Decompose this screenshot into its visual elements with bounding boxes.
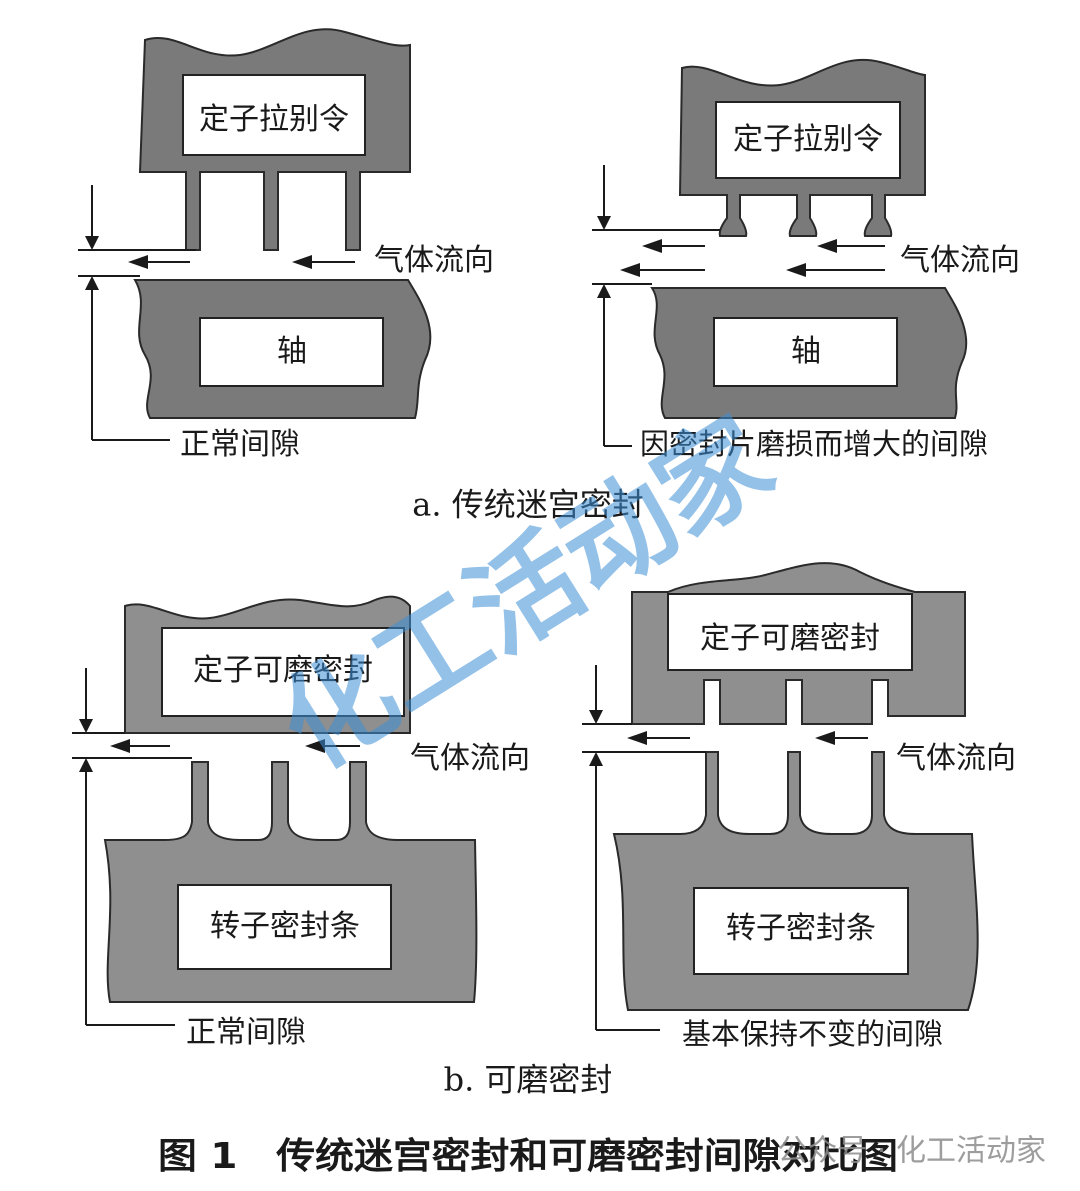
arrow-head-up: [79, 758, 93, 772]
stator-label: 定子可磨密封: [700, 621, 880, 656]
arrow-head-down: [597, 216, 611, 230]
panel-a-caption: a. 传统迷宫密封: [412, 486, 643, 524]
gas-flow-label: 气体流向: [896, 741, 1016, 776]
panel-b-caption: b. 可磨密封: [444, 1061, 613, 1099]
gas-flow-arrowhead-2: [305, 739, 325, 753]
arrow-head-up: [85, 276, 99, 290]
rotor-label-box: [693, 887, 909, 975]
clearance-label: 正常间隙: [180, 427, 300, 462]
stator-label: 定子拉别令: [733, 122, 883, 157]
rotor-label: 转子密封条: [726, 911, 876, 946]
gas-flow-arrows: [620, 239, 885, 277]
arrow-head-down: [85, 236, 99, 250]
clearance-label: 基本保持不变的间隙: [682, 1017, 943, 1051]
shaft-label: 轴: [277, 334, 307, 369]
gas-flow-arrowhead-2: [815, 731, 835, 745]
stator-label-box: [182, 74, 366, 156]
arrow-head-up: [589, 752, 603, 766]
shaft-label-box: [713, 317, 898, 387]
gas-flow-arrowhead-1: [110, 739, 130, 753]
stator-label: 定子拉别令: [199, 102, 349, 137]
clearance-label: 正常间隙: [186, 1015, 306, 1050]
stator-label-box: [715, 101, 901, 179]
gas-flow-label: 气体流向: [410, 741, 530, 776]
shaft-label: 轴: [791, 334, 821, 369]
figure-title: 图 1 传统迷宫密封和可磨密封间隙对比图: [158, 1135, 898, 1177]
stator-label: 定子可磨密封: [193, 653, 373, 688]
gas-flow-label: 气体流向: [900, 243, 1020, 278]
gas-flow-label: 气体流向: [374, 243, 494, 278]
shaft-label-box: [199, 317, 384, 387]
rotor-label: 转子密封条: [210, 909, 360, 944]
panel-a-left: 定子拉别令 轴 正常间隙 气体流向: [78, 28, 494, 462]
arrow-head-up: [597, 284, 611, 298]
arrow-head-down: [589, 710, 603, 724]
stator-label-box: [667, 593, 913, 671]
watermark-account: 公众号 · 化工活动家: [777, 1134, 1046, 1169]
clearance-label: 因密封片磨损而增大的间隙: [640, 427, 988, 461]
panel-a-right: 定子拉别令 轴 因密封片磨损而增大的间隙 气体流向: [592, 58, 1020, 461]
panel-b-right: 定子可磨密封 转子密封条 基本保持不变的间隙 气体流向: [582, 562, 1016, 1051]
arrow-head-down: [79, 719, 93, 733]
panel-b-left: 定子可磨密封 转子密封条 正常间隙 气体流向: [72, 595, 530, 1050]
stator-label-box: [161, 627, 405, 717]
gas-flow-arrowhead-1: [128, 255, 148, 269]
rotor-label-box: [177, 884, 392, 970]
gas-flow-arrowhead-2: [292, 255, 312, 269]
gas-flow-arrowhead-1: [627, 731, 647, 745]
